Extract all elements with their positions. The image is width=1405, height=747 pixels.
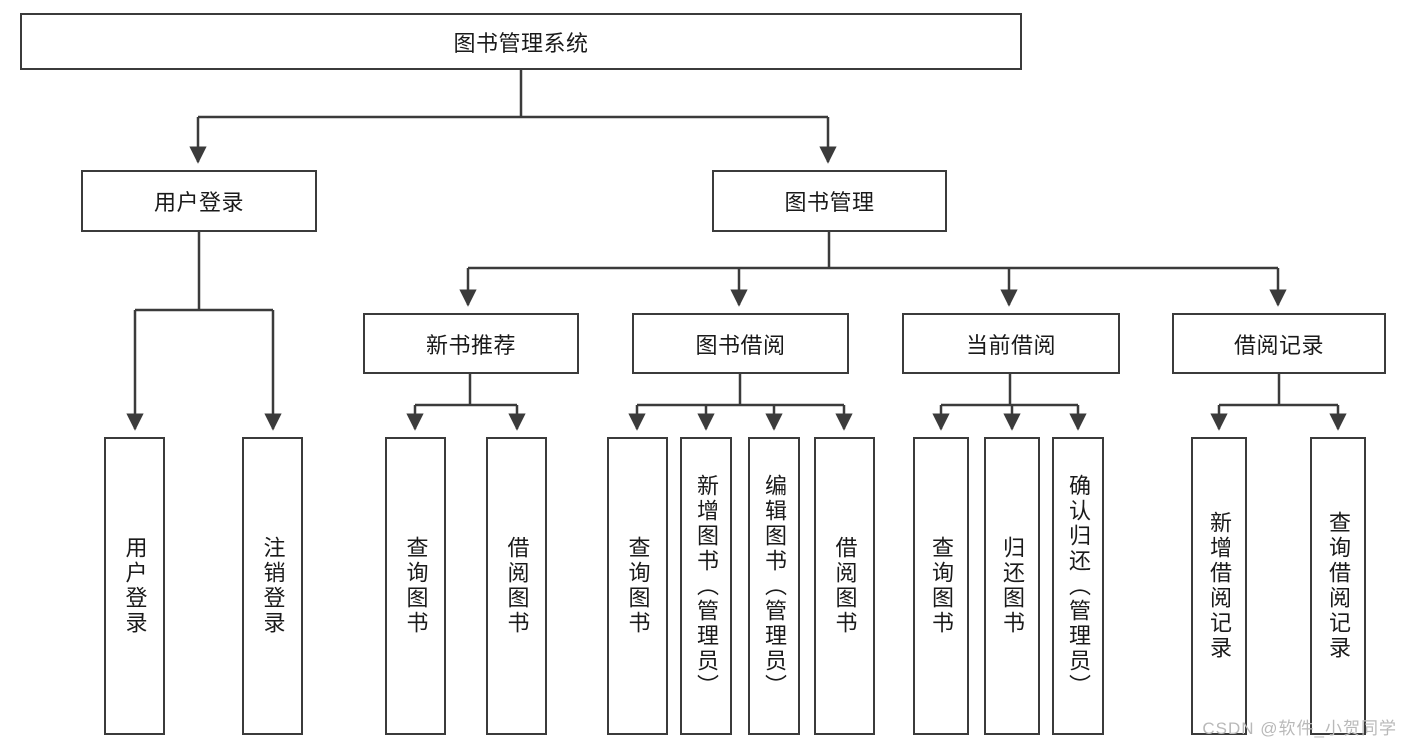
leaf-add-borrow-record[interactable]: 新增借阅记录 [1191, 437, 1247, 735]
leaf-borrow-book-rec[interactable]: 借阅图书 [486, 437, 547, 735]
node-current-borrow-label: 当前借阅 [965, 332, 1056, 358]
node-book-borrow[interactable]: 图书借阅 [632, 313, 849, 374]
leaf-borrow-book-rec-label: 借阅图书 [504, 536, 530, 636]
node-borrow-record[interactable]: 借阅记录 [1172, 313, 1386, 374]
node-borrow-record-label: 借阅记录 [1233, 332, 1324, 358]
leaf-edit-book-admin-label: 编辑图书（管理员） [762, 473, 787, 699]
leaf-confirm-return-admin-label: 确认归还（管理员） [1066, 473, 1091, 699]
leaf-add-borrow-record-label: 新增借阅记录 [1207, 511, 1232, 661]
leaf-borrow-book-label: 借阅图书 [832, 536, 858, 636]
leaf-user-login[interactable]: 用户登录 [104, 437, 165, 735]
leaf-logout-label: 注销登录 [260, 536, 286, 636]
leaf-logout[interactable]: 注销登录 [242, 437, 303, 735]
leaf-query-book-rec[interactable]: 查询图书 [385, 437, 446, 735]
node-book-management[interactable]: 图书管理 [712, 170, 947, 232]
leaf-confirm-return-admin[interactable]: 确认归还（管理员） [1052, 437, 1104, 735]
watermark: CSDN @软件_小贺同学 [1202, 719, 1397, 738]
leaf-add-book-admin[interactable]: 新增图书（管理员） [680, 437, 732, 735]
node-user-login[interactable]: 用户登录 [81, 170, 317, 232]
node-book-management-label: 图书管理 [784, 190, 875, 215]
leaf-borrow-book[interactable]: 借阅图书 [814, 437, 875, 735]
node-book-borrow-label: 图书借阅 [695, 332, 786, 358]
leaf-query-book-borrow[interactable]: 查询图书 [607, 437, 668, 735]
node-root[interactable]: 图书管理系统 [20, 13, 1022, 70]
leaf-query-book-rec-label: 查询图书 [403, 536, 429, 636]
leaf-query-book-borrow-label: 查询图书 [625, 536, 651, 636]
leaf-query-book-current[interactable]: 查询图书 [913, 437, 969, 735]
leaf-query-borrow-record-label: 查询借阅记录 [1326, 511, 1351, 661]
leaf-add-book-admin-label: 新增图书（管理员） [694, 473, 719, 699]
leaf-edit-book-admin[interactable]: 编辑图书（管理员） [748, 437, 800, 735]
node-new-book-recommend-label: 新书推荐 [425, 332, 516, 358]
node-current-borrow[interactable]: 当前借阅 [902, 313, 1120, 374]
node-new-book-recommend[interactable]: 新书推荐 [363, 313, 579, 374]
leaf-return-book[interactable]: 归还图书 [984, 437, 1040, 735]
leaf-user-login-label: 用户登录 [122, 536, 148, 636]
node-user-login-label: 用户登录 [153, 190, 244, 215]
leaf-query-borrow-record[interactable]: 查询借阅记录 [1310, 437, 1366, 735]
leaf-query-book-current-label: 查询图书 [929, 536, 954, 636]
leaf-return-book-label: 归还图书 [1000, 536, 1025, 636]
node-root-label: 图书管理系统 [453, 30, 589, 56]
